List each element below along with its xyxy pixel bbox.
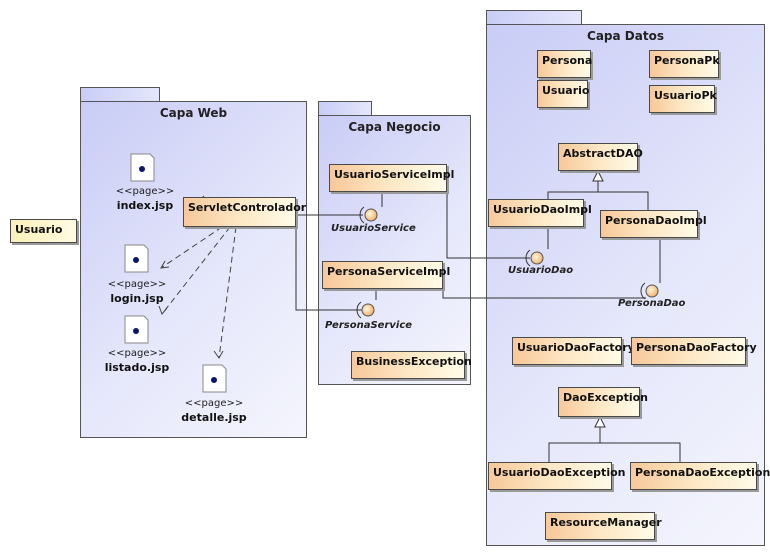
- page-name: index.jsp: [116, 199, 174, 212]
- page-stereotype: <<page>>: [107, 279, 167, 290]
- class-dao-exception[interactable]: DaoException: [558, 387, 648, 417]
- class-servlet-controlador[interactable]: ServletControlador: [183, 197, 306, 227]
- page-icon-listado: [124, 315, 149, 344]
- persona-dao-interface: [640, 282, 659, 300]
- class-usuario-service-impl[interactable]: UsuarioServiceImpl: [329, 164, 454, 192]
- page-index[interactable]: <<page>> index.jsp: [85, 186, 205, 212]
- page-login[interactable]: <<page>> login.jsp: [77, 279, 197, 305]
- package-capa-datos[interactable]: Capa Datos: [486, 24, 765, 546]
- page-stereotype: <<page>>: [115, 186, 175, 197]
- class-persona-service-impl[interactable]: PersonaServiceImpl: [322, 261, 450, 289]
- class-resource-manager[interactable]: ResourceManager: [545, 512, 662, 540]
- page-stereotype: <<page>>: [184, 398, 244, 409]
- interface-persona-dao-label: PersonaDao: [618, 298, 686, 309]
- class-usuario[interactable]: Usuario: [537, 80, 590, 108]
- interface-usuario-service-label: UsuarioService: [331, 223, 416, 234]
- class-persona-pk[interactable]: PersonaPk: [649, 50, 720, 78]
- package-capa-negocio[interactable]: Capa Negocio: [318, 115, 471, 385]
- package-title-web: Capa Web: [159, 106, 228, 120]
- package-capa-web[interactable]: Capa Web: [80, 101, 307, 438]
- persona-service-interface: [356, 301, 375, 319]
- interface-persona-service-label: PersonaService: [325, 320, 413, 331]
- class-persona-dao-exception[interactable]: PersonaDaoException: [630, 462, 770, 490]
- actor-usuario[interactable]: Usuario: [10, 219, 77, 243]
- class-persona-dao-impl[interactable]: PersonaDaoImpl: [600, 210, 707, 238]
- package-tab-datos: [486, 10, 582, 25]
- package-tab-negocio: [318, 101, 372, 116]
- class-persona[interactable]: Persona: [537, 50, 592, 78]
- page-name: listado.jsp: [104, 361, 170, 374]
- class-usuario-dao-impl[interactable]: UsuarioDaoImpl: [488, 199, 592, 227]
- package-tab-web: [80, 87, 160, 102]
- page-icon-index: [130, 153, 155, 182]
- class-persona-dao-factory[interactable]: PersonaDaoFactory: [631, 337, 757, 365]
- package-title-datos: Capa Datos: [587, 29, 664, 43]
- class-usuario-dao-factory[interactable]: UsuarioDaoFactory: [512, 337, 635, 365]
- class-usuario-dao-exception[interactable]: UsuarioDaoException: [488, 462, 625, 490]
- page-icon-login: [124, 244, 149, 273]
- class-business-exception[interactable]: BusinessException: [351, 351, 472, 379]
- page-detalle[interactable]: <<page>> detalle.jsp: [154, 398, 274, 424]
- interface-usuario-dao-label: UsuarioDao: [508, 265, 574, 276]
- page-name: detalle.jsp: [181, 411, 247, 424]
- page-icon-detalle: [202, 364, 227, 393]
- page-name: login.jsp: [110, 292, 164, 305]
- class-usuario-pk[interactable]: UsuarioPk: [649, 85, 717, 113]
- page-stereotype: <<page>>: [107, 348, 167, 359]
- package-title-negocio: Capa Negocio: [348, 120, 441, 134]
- usuario-service-interface: [359, 206, 378, 224]
- class-abstract-dao[interactable]: AbstractDAO: [558, 143, 643, 171]
- usuario-dao-interface: [525, 249, 544, 267]
- page-listado[interactable]: <<page>> listado.jsp: [77, 348, 197, 374]
